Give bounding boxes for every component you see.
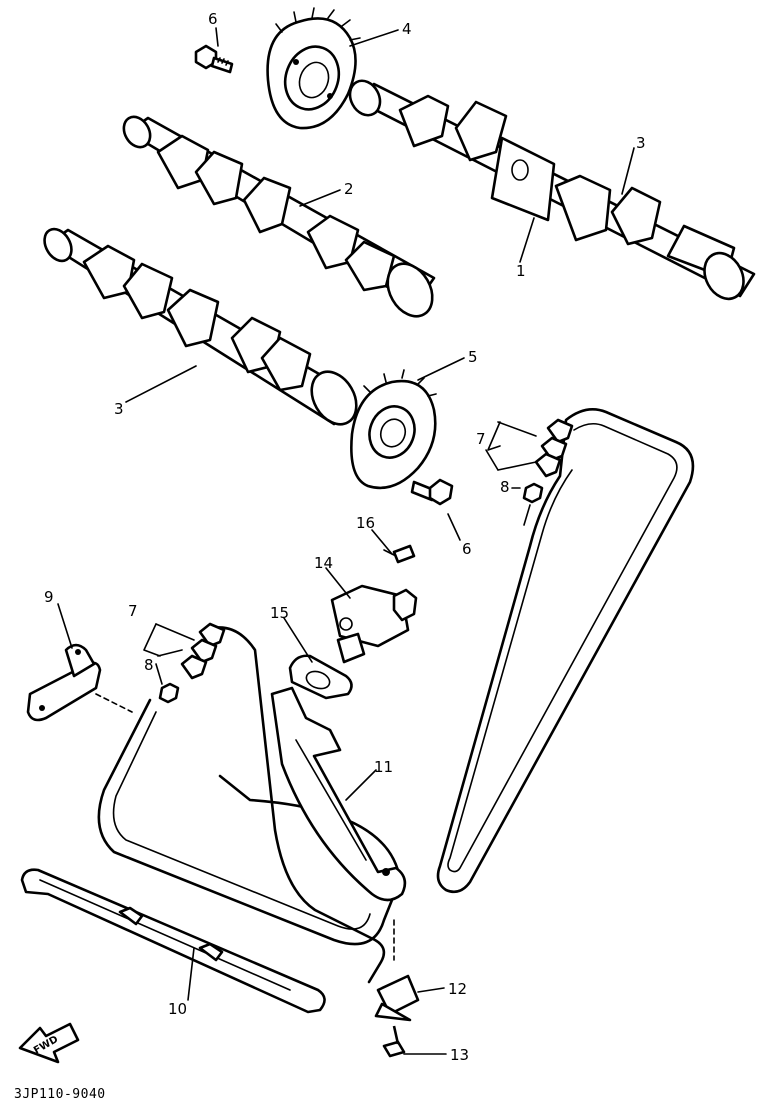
- guide-holder-bolt: [382, 1025, 406, 1058]
- callout-4: 4: [402, 20, 412, 38]
- tensioner-gasket: [288, 654, 353, 700]
- callout-2: 2: [344, 180, 354, 198]
- callout-3-upper: 3: [636, 134, 646, 152]
- callout-6-lower: 6: [462, 540, 472, 558]
- callout-1: 1: [516, 262, 526, 280]
- chain-guide-exhaust: [20, 868, 326, 1014]
- camshaft-sprocket-lower: [350, 369, 437, 490]
- camshaft-sprocket-upper: [266, 7, 361, 130]
- callout-5: 5: [468, 348, 478, 366]
- callout-12: 12: [448, 980, 467, 998]
- chain-link-joint-left: [180, 622, 226, 680]
- callout-15: 15: [270, 604, 289, 622]
- camshaft-intake: [348, 79, 756, 301]
- camshaft-sprocket-bolt-lower: [410, 478, 454, 506]
- camshaft-exhaust-lower: [43, 227, 358, 426]
- chain-tensioner: [330, 584, 418, 664]
- callout-11: 11: [374, 758, 393, 776]
- chain-clip-right: [522, 482, 544, 504]
- callout-16: 16: [356, 514, 375, 532]
- callout-7-left: 7: [128, 602, 138, 620]
- callout-3-lower: 3: [114, 400, 124, 418]
- chain-link-joint-right: [534, 418, 574, 478]
- callout-9: 9: [44, 588, 54, 606]
- callout-8-left: 8: [144, 656, 154, 674]
- camshaft-exhaust-middle: [122, 115, 436, 318]
- clip-leader-right: [523, 504, 531, 526]
- callout-6-top: 6: [208, 10, 218, 28]
- tensioner-bolt: [383, 544, 416, 564]
- chain-clip-left: [158, 682, 180, 704]
- callout-labels: 6 4 3 2 1 3 5 7 8 6 16 14 15 9 7 8 11 10…: [44, 10, 646, 1064]
- callout-13: 13: [450, 1046, 469, 1064]
- figure-code: 3JP110-9040: [14, 1087, 106, 1102]
- chain-guide-intake: [270, 686, 407, 902]
- chain-guide-holder: [374, 919, 420, 1022]
- callout-10: 10: [168, 1000, 187, 1018]
- chain-guide-stopper: [26, 643, 133, 722]
- camshaft-sprocket-bolt-top: [194, 44, 234, 74]
- forward-direction-arrow: FWD: [18, 1022, 80, 1064]
- callout-8-right: 8: [500, 478, 510, 496]
- timing-chain-right: [436, 408, 695, 894]
- callout-leader-lines: [57, 27, 635, 1055]
- callout-7-right: 7: [476, 430, 486, 448]
- callout-14: 14: [314, 554, 333, 572]
